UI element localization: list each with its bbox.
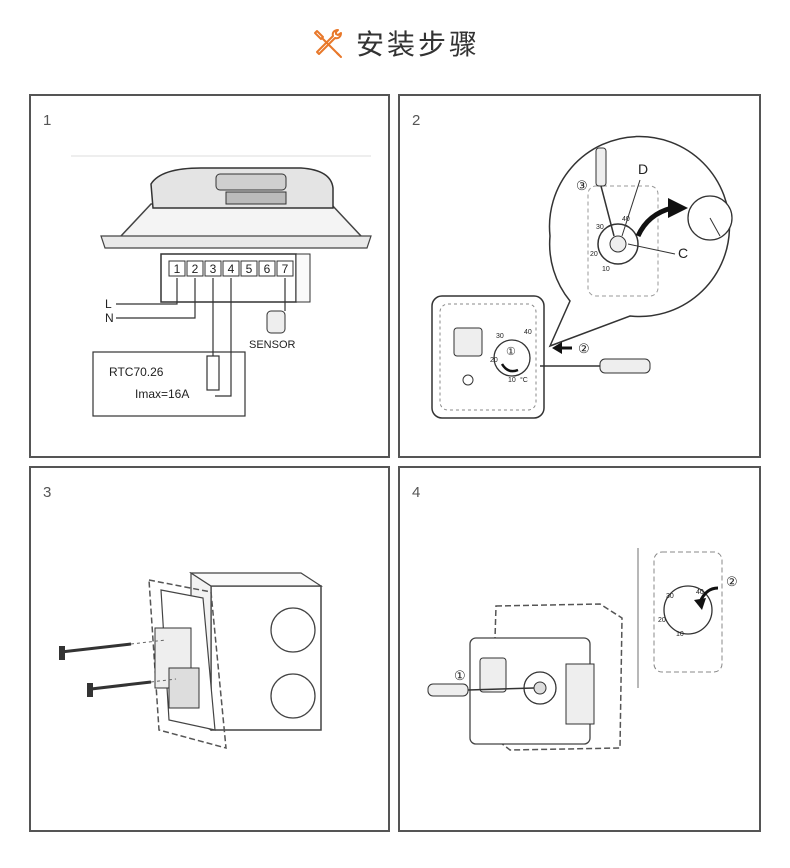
dial-number: 10 (602, 266, 610, 273)
terminal-label: 7 (282, 262, 289, 276)
dial-number: 30 (496, 333, 504, 340)
step-marker-3: ③ (576, 178, 588, 193)
dial-number: 10 (508, 377, 516, 384)
dial-number: 20 (490, 357, 498, 364)
page-title: 安装步骤 (355, 28, 480, 61)
page-header: 安装步骤 (0, 22, 790, 64)
terminal-label: 6 (264, 262, 271, 276)
label-d: D (638, 161, 648, 177)
step-panel-3: 3 (29, 466, 390, 832)
step-panel-1: 1 1 2 3 4 5 6 7 (29, 94, 390, 458)
neutral-label: N (105, 311, 114, 325)
step-marker-1: ① (506, 346, 516, 358)
step-panel-4: 4 40 30 20 10 ② ① (398, 466, 761, 832)
step-number: 1 (43, 112, 52, 129)
box-mounting-diagram (59, 571, 324, 750)
sensor-label: SENSOR (249, 339, 296, 351)
model-label: RTC70.26 (109, 365, 164, 379)
current-label: Imax=16A (135, 387, 189, 401)
dial-number: 10 (676, 631, 684, 638)
step-number: 4 (412, 484, 421, 501)
line-label: L (105, 297, 112, 311)
step-marker-2: ② (578, 341, 590, 356)
dial-number: 20 (658, 617, 666, 624)
dial-number: 20 (590, 251, 598, 258)
step-number: 3 (43, 484, 52, 501)
step-marker-2: ② (726, 574, 738, 589)
terminal-label: 1 (174, 262, 181, 276)
terminal-label: 2 (192, 262, 199, 276)
dial-unit: °C (520, 376, 528, 384)
dial-removal-diagram: ③ D C 40 30 20 10 ① 40 30 20 10 °C (431, 135, 733, 419)
terminal-label: 3 (210, 262, 217, 276)
dial-number: 40 (622, 216, 630, 223)
dial-reassembly-diagram: 40 30 20 10 ② ① (427, 548, 738, 751)
terminal-label: 4 (228, 262, 235, 276)
wiring-diagram: 1 2 3 4 5 6 7 SENSOR L N RTC70.26 Imax=1… (71, 155, 372, 417)
step-panel-2: 2 ③ D C 40 30 20 10 ① (398, 94, 761, 458)
dial-number: 30 (666, 593, 674, 600)
dial-number: 40 (696, 589, 704, 596)
label-c: C (678, 245, 688, 261)
terminal-label: 5 (246, 262, 253, 276)
step-marker-1: ① (454, 668, 466, 683)
dial-number: 30 (596, 224, 604, 231)
dial-number: 40 (524, 329, 532, 336)
step-number: 2 (412, 112, 421, 129)
tools-icon (313, 29, 342, 58)
